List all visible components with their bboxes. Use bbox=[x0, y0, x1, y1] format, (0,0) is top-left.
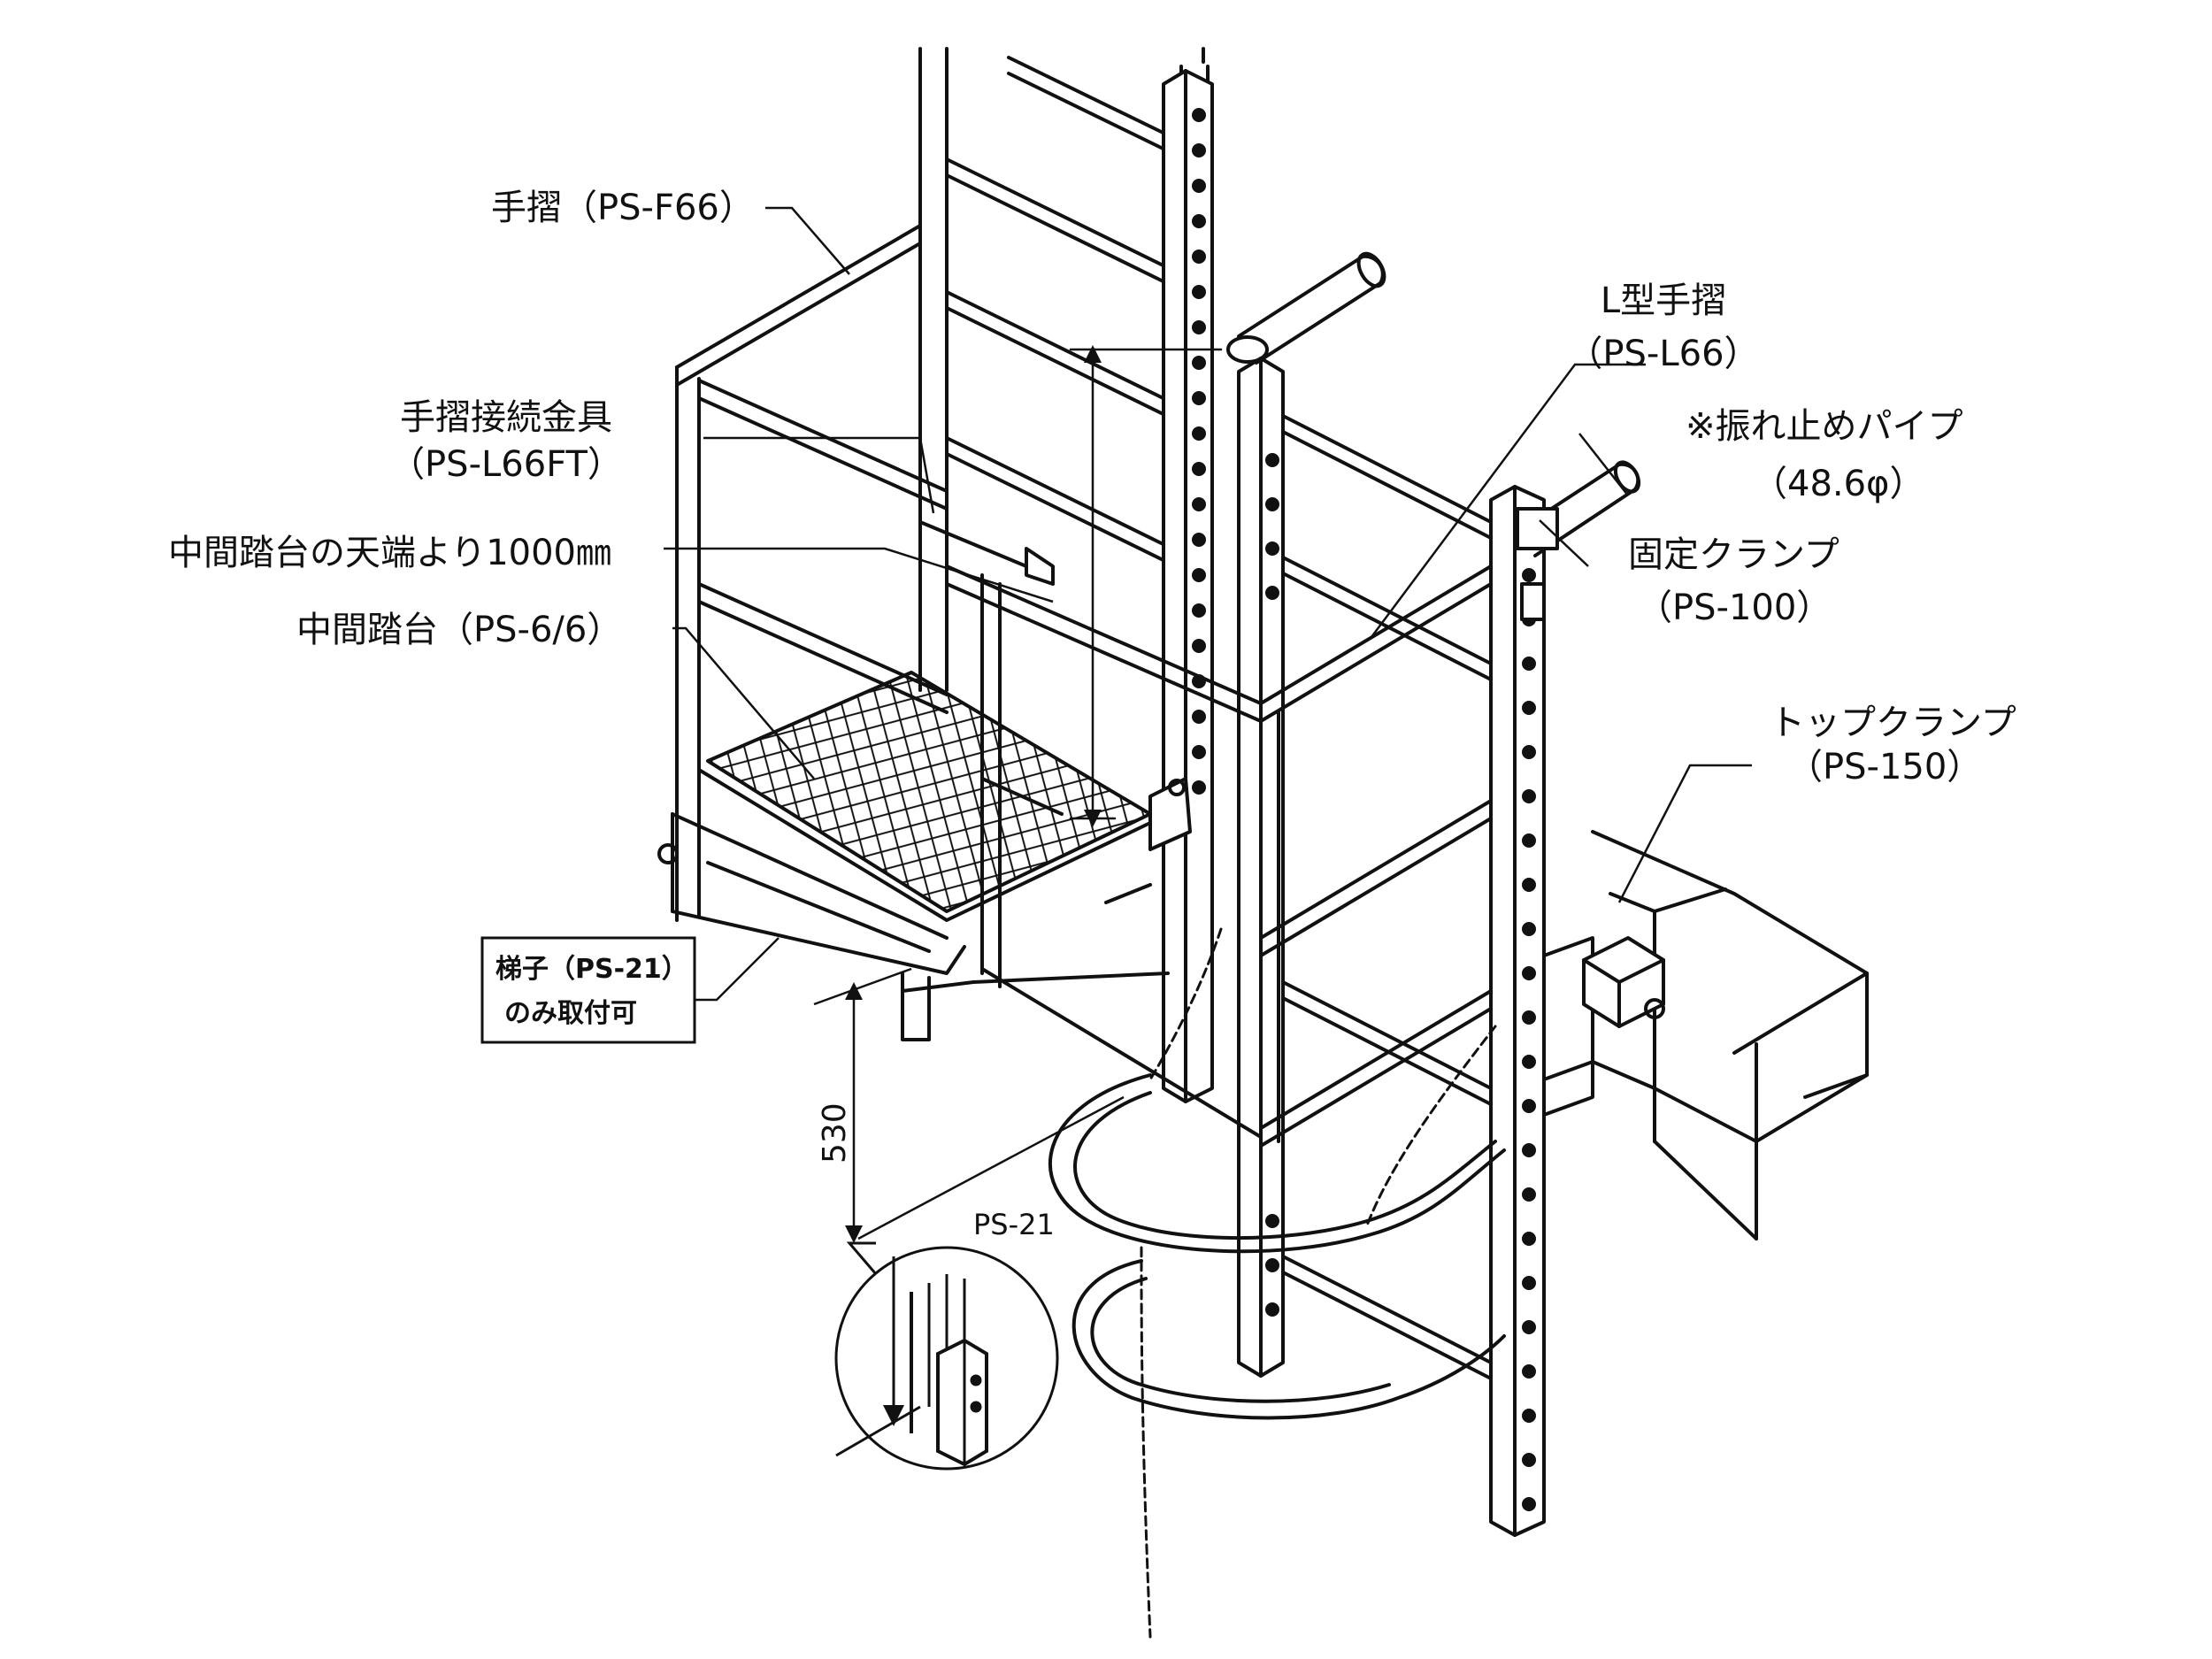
label-note-box-1: 梯子（PS-21） bbox=[495, 954, 688, 985]
label-fixed-clamp-1: 固定クランプ bbox=[1628, 534, 1839, 575]
structure-drawing bbox=[657, 47, 1869, 1639]
top-clamp bbox=[1582, 936, 1665, 1028]
label-l-handrail-1: L型手摺 bbox=[1601, 280, 1726, 321]
label-detail-ps21: PS-21 bbox=[973, 1208, 1055, 1241]
main-ladder-rail bbox=[1162, 47, 1214, 1103]
label-joint-1: 手摺接続金具 bbox=[400, 397, 612, 438]
label-platform: 中間踏台（PS-6/6） bbox=[296, 610, 622, 650]
label-sway-pipe-2: （48.6φ） bbox=[1752, 464, 1924, 504]
leader-lines bbox=[664, 206, 1752, 1002]
label-l-handrail-2: （PS-L66） bbox=[1567, 334, 1759, 374]
sway-pipe-right bbox=[1516, 460, 1641, 621]
safety-hoops bbox=[1048, 1073, 1506, 1420]
label-top-clamp-1: トップクランプ bbox=[1770, 703, 2016, 743]
label-handrail: 手摺（PS-F66） bbox=[491, 188, 755, 228]
label-fixed-clamp-2: （PS-100） bbox=[1637, 588, 1832, 628]
platform-deck bbox=[657, 671, 1192, 1041]
label-sway-pipe-1: ※振れ止めパイプ bbox=[1686, 406, 1963, 447]
note-box bbox=[480, 936, 696, 1044]
chains bbox=[1140, 927, 1497, 1639]
label-height-note: 中間踏台の天端より1000㎜ bbox=[168, 533, 611, 573]
dimension-530-text: 530 bbox=[817, 1102, 853, 1164]
dimension-530 bbox=[813, 967, 1125, 1243]
label-note-box-2: のみ取付可 bbox=[504, 998, 637, 1029]
back-handrail-frame bbox=[675, 224, 949, 922]
right-ladder-rail bbox=[1489, 485, 1546, 1537]
i-beam bbox=[1542, 830, 1869, 1240]
detail-circle bbox=[834, 1241, 1059, 1471]
sway-pipe-upper bbox=[1226, 251, 1386, 365]
label-top-clamp-2: （PS-150） bbox=[1787, 747, 1982, 787]
height-dimension bbox=[1069, 345, 1223, 827]
label-joint-2: （PS-L66FT） bbox=[389, 444, 623, 485]
